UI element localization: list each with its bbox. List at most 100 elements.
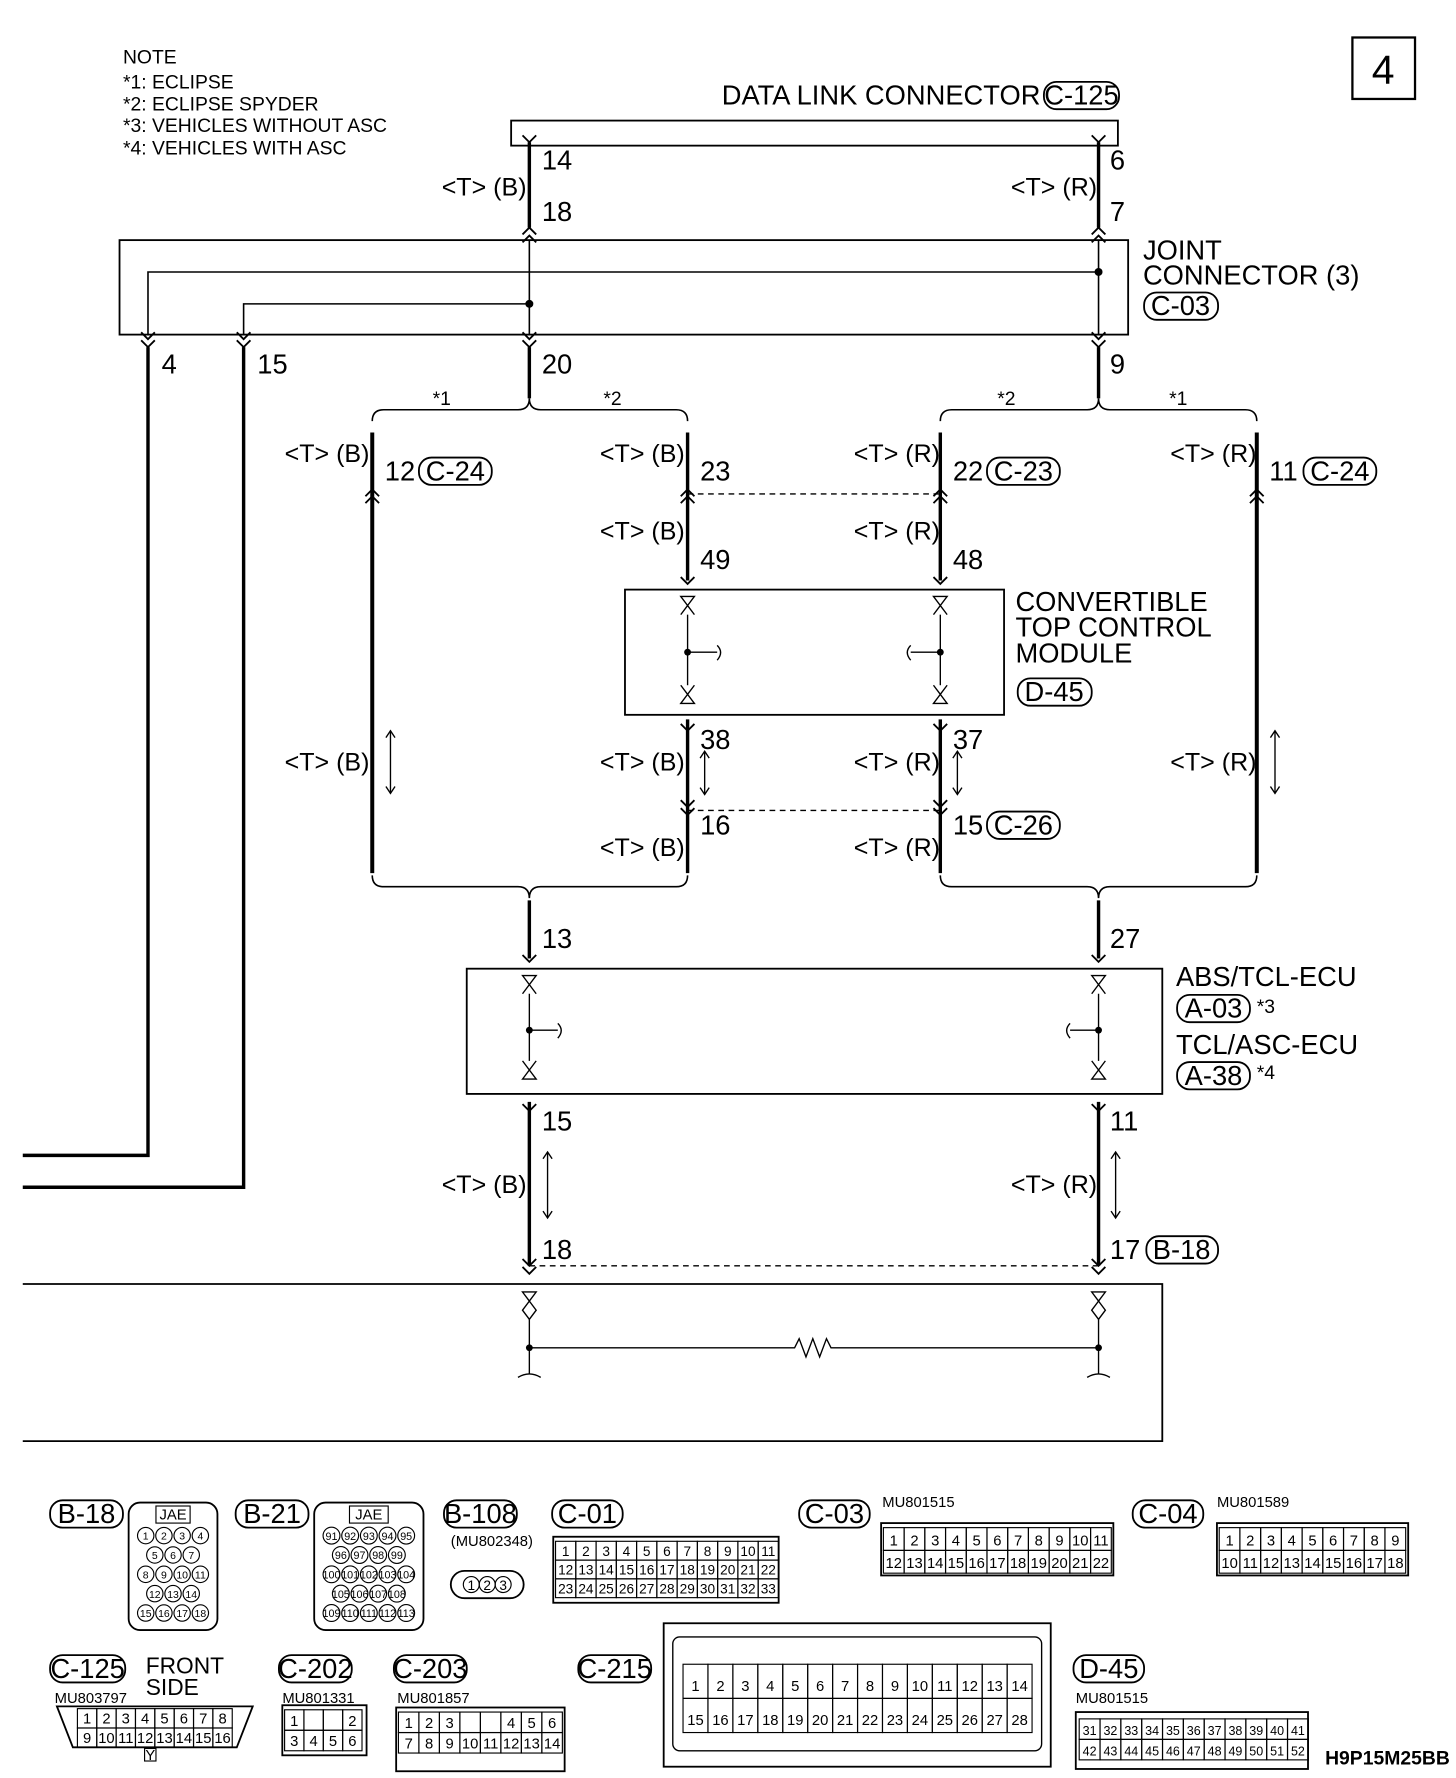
wire-color-ecu-b: <T> (B) bbox=[442, 1171, 527, 1199]
connector-pin: 15 bbox=[195, 1731, 211, 1747]
connector-pin: 13 bbox=[523, 1737, 539, 1753]
connector-pin: 17 bbox=[176, 1609, 188, 1620]
connector-pin: 7 bbox=[1350, 1533, 1358, 1549]
connector-pin: 100 bbox=[323, 1570, 341, 1582]
connector-pin: 15 bbox=[1325, 1556, 1341, 1572]
page-number-box: 4 bbox=[1351, 36, 1417, 101]
connector-pin: 4 bbox=[1288, 1533, 1296, 1549]
dlc-code: C-125 bbox=[1044, 80, 1118, 111]
wire-color-dlc-r: <T> (R) bbox=[1011, 174, 1097, 202]
connector-pin: 4 bbox=[623, 1544, 631, 1559]
cv-c04-code: C-04 bbox=[1138, 1498, 1197, 1529]
connector-pin: 12 bbox=[962, 1679, 978, 1695]
connector-pin: 4 bbox=[507, 1716, 515, 1732]
connector-pin: 16 bbox=[639, 1563, 654, 1578]
wire-color-ctcm-out-b: <T> (B) bbox=[600, 749, 685, 777]
ctcm-name-2: TOP CONTROL bbox=[1015, 611, 1211, 642]
connector-pin: 11 bbox=[761, 1544, 775, 1559]
connector-pin: 5 bbox=[528, 1716, 536, 1732]
connector-pin: 9 bbox=[161, 1570, 167, 1581]
connector-pin: 18 bbox=[680, 1563, 695, 1578]
cv-c125-key: Y bbox=[145, 1748, 155, 1764]
joint-pin-in-r: 7 bbox=[1110, 196, 1125, 227]
c26-pin-b: 16 bbox=[700, 809, 730, 840]
note-item-1: *1: ECLIPSE bbox=[123, 72, 234, 94]
joint-name-2: CONNECTOR (3) bbox=[1143, 260, 1360, 291]
connector-pin: 13 bbox=[986, 1679, 1002, 1695]
wire-color-ecu-r: <T> (R) bbox=[1011, 1171, 1097, 1199]
connector-pin: 17 bbox=[737, 1713, 753, 1729]
connector-pin: 109 bbox=[323, 1608, 341, 1620]
connector-pin: 4 bbox=[766, 1679, 774, 1695]
connector-pin: 4 bbox=[141, 1712, 149, 1728]
connector-pin: 6 bbox=[348, 1734, 356, 1750]
cv-c202-code: C-202 bbox=[278, 1653, 352, 1684]
connector-pin: 9 bbox=[891, 1679, 899, 1695]
note-block: NOTE *1: ECLIPSE *2: ECLIPSE SPYDER *3: … bbox=[123, 47, 387, 160]
connector-pin: 1 bbox=[467, 1578, 475, 1593]
connector-pin: 1 bbox=[691, 1679, 699, 1695]
connector-pin: 2 bbox=[716, 1679, 724, 1695]
connector-pin: 35 bbox=[1166, 1724, 1180, 1738]
connector-pin: 3 bbox=[179, 1532, 185, 1543]
connector-pin: 2 bbox=[348, 1714, 356, 1730]
cv-c215-code: C-215 bbox=[578, 1653, 652, 1684]
b18-pin-r: 17 bbox=[1110, 1234, 1140, 1265]
data-link-connector: DATA LINK CONNECTOR C-125 14 6 bbox=[510, 80, 1125, 176]
c24-left-pin: 12 bbox=[385, 455, 415, 486]
cv-b108-part: (MU802348) bbox=[451, 1534, 533, 1550]
dlc-pin-r: 6 bbox=[1110, 145, 1125, 176]
joint-connector: JOINT CONNECTOR (3) C-03 bbox=[118, 226, 1360, 349]
connector-pin: 10 bbox=[1072, 1533, 1088, 1549]
connector-pin: 13 bbox=[167, 1590, 179, 1601]
connector-pin: 7 bbox=[683, 1544, 691, 1559]
connector-pin: 23 bbox=[887, 1713, 903, 1729]
connector-pin: 17 bbox=[1366, 1556, 1382, 1572]
connector-pin: 7 bbox=[841, 1679, 849, 1695]
connector-pin: 2 bbox=[102, 1712, 110, 1728]
c24-left-code: C-24 bbox=[426, 455, 485, 486]
connector-pin: 52 bbox=[1291, 1744, 1305, 1758]
connector-pin: 1 bbox=[290, 1714, 298, 1730]
connector-pin: 14 bbox=[599, 1563, 615, 1578]
connector-pin: 6 bbox=[993, 1533, 1001, 1549]
cv-d45-code: D-45 bbox=[1079, 1653, 1138, 1684]
connector-pin: 22 bbox=[1093, 1556, 1109, 1572]
ctcm-name-1: CONVERTIBLE bbox=[1015, 586, 1207, 617]
connector-pin: 11 bbox=[483, 1737, 498, 1753]
connector-pin: 93 bbox=[363, 1531, 375, 1543]
ctcm-pin-in-r: 48 bbox=[953, 544, 983, 575]
ecu-name-2: TCL/ASC-ECU bbox=[1176, 1029, 1358, 1060]
connector-pin: 3 bbox=[741, 1679, 749, 1695]
connector-pin: 15 bbox=[687, 1713, 703, 1729]
ctcm-code: D-45 bbox=[1025, 676, 1084, 707]
connector-pin: 16 bbox=[968, 1556, 984, 1572]
connector-pin: 26 bbox=[962, 1713, 978, 1729]
joint-pin-in-b: 18 bbox=[542, 196, 572, 227]
connector-pin: 101 bbox=[341, 1570, 359, 1582]
cv-c203-code: C-203 bbox=[393, 1653, 467, 1684]
joint-name-1: JOINT bbox=[1143, 234, 1222, 265]
connector-pin: 9 bbox=[1055, 1533, 1063, 1549]
cv-c125-code: C-125 bbox=[50, 1653, 124, 1684]
wire-color-c24-left: <T> (B) bbox=[285, 440, 370, 468]
cv-c04-part: MU801589 bbox=[1217, 1495, 1289, 1511]
connector-pin: 20 bbox=[720, 1563, 736, 1578]
connector-pin: 40 bbox=[1270, 1724, 1284, 1738]
arrow-double-icon bbox=[952, 750, 963, 796]
connector-pin: 16 bbox=[214, 1731, 230, 1747]
connector-pin: 31 bbox=[1083, 1724, 1097, 1738]
connector-pin: 8 bbox=[1370, 1533, 1378, 1549]
connector-pin: 3 bbox=[290, 1734, 298, 1750]
connector-pin: 2 bbox=[425, 1716, 433, 1732]
c23-pin-r: 22 bbox=[953, 455, 983, 486]
connector-pin: 14 bbox=[185, 1590, 197, 1601]
connector-pin: 29 bbox=[680, 1582, 695, 1597]
connector-pin: 94 bbox=[382, 1531, 394, 1543]
connector-pin: 18 bbox=[762, 1713, 778, 1729]
connector-pin: 1 bbox=[890, 1533, 898, 1549]
page-number: 4 bbox=[1372, 47, 1395, 93]
